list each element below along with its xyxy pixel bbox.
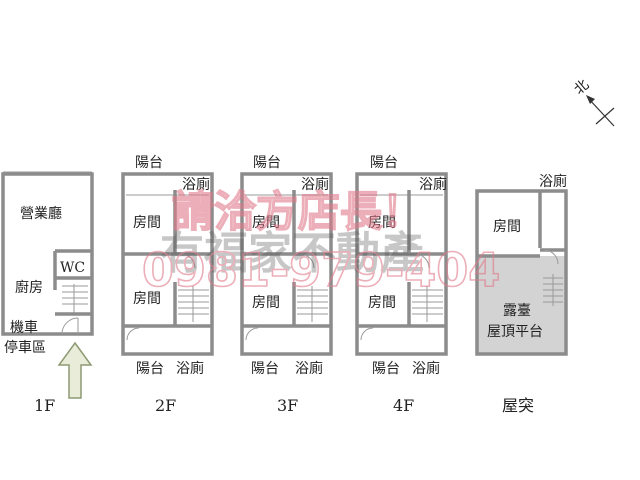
roof-room: 房間 (493, 219, 521, 235)
entrance-arrow (57, 341, 93, 399)
floor-2f-plan (121, 172, 214, 356)
room-upper-4f: 房間 (368, 215, 396, 231)
balcony-top-4f: 陽台 (370, 155, 398, 171)
room-business-hall: 營業廳 (20, 205, 62, 222)
balcony-bottom-2f: 陽台 (136, 361, 164, 377)
bath-top-2f: 浴廁 (182, 176, 210, 193)
terrace-line-1: 露臺 (503, 303, 531, 319)
contact-watermark: 請洽方店長！ 有福家不動產 0981-979-404 (141, 186, 501, 298)
watermark-line-3: 0981-979-404 (142, 243, 500, 297)
balcony-top-3f: 陽台 (253, 155, 281, 171)
balcony-bottom-4f: 陽台 (372, 361, 400, 377)
roof-terrace-label: 露臺 屋頂平台 (487, 303, 543, 340)
bath-bottom-2f: 浴廁 (176, 360, 204, 377)
room-lower-4f: 房間 (368, 295, 396, 311)
floor-label-1f: 1F (34, 396, 55, 415)
bath-top-3f: 浴廁 (301, 176, 329, 193)
north-compass: 北 (571, 77, 615, 127)
parking-line-2: 停車區 (4, 339, 46, 356)
bath-bottom-3f: 浴廁 (295, 360, 323, 377)
floor-1f-plan (1, 171, 94, 336)
compass-north-label: 北 (571, 77, 592, 98)
room-upper-3f: 房間 (252, 215, 280, 231)
terrace-line-2: 屋頂平台 (487, 324, 543, 340)
room-lower-2f: 房間 (133, 291, 161, 307)
room-wc: WC (60, 260, 85, 276)
room-upper-2f: 房間 (133, 215, 161, 231)
bath-top-4f: 浴廁 (419, 176, 447, 193)
floor-label-4f: 4F (393, 396, 414, 415)
floor-label-2f: 2F (155, 396, 176, 415)
room-parking: 機車 停車區 (4, 319, 46, 356)
roof-bath: 浴廁 (539, 173, 567, 190)
floor-roof-plan (475, 189, 568, 356)
bath-bottom-4f: 浴廁 (412, 360, 440, 377)
balcony-top-2f: 陽台 (135, 155, 163, 171)
watermark-line-1: 請洽方店長！ (172, 187, 424, 236)
floor-3f-plan (240, 172, 333, 356)
floor-label-3f: 3F (277, 396, 298, 415)
roof-terrace-area (477, 256, 566, 354)
room-lower-3f: 房間 (252, 295, 280, 311)
watermark-line-2: 有福家不動產 (160, 228, 424, 279)
room-kitchen: 廚房 (15, 279, 43, 296)
balcony-bottom-3f: 陽台 (251, 361, 279, 377)
parking-line-1: 機車 (10, 319, 38, 336)
floor-label-roof: 屋突 (502, 396, 534, 415)
floor-4f-plan (355, 172, 448, 356)
